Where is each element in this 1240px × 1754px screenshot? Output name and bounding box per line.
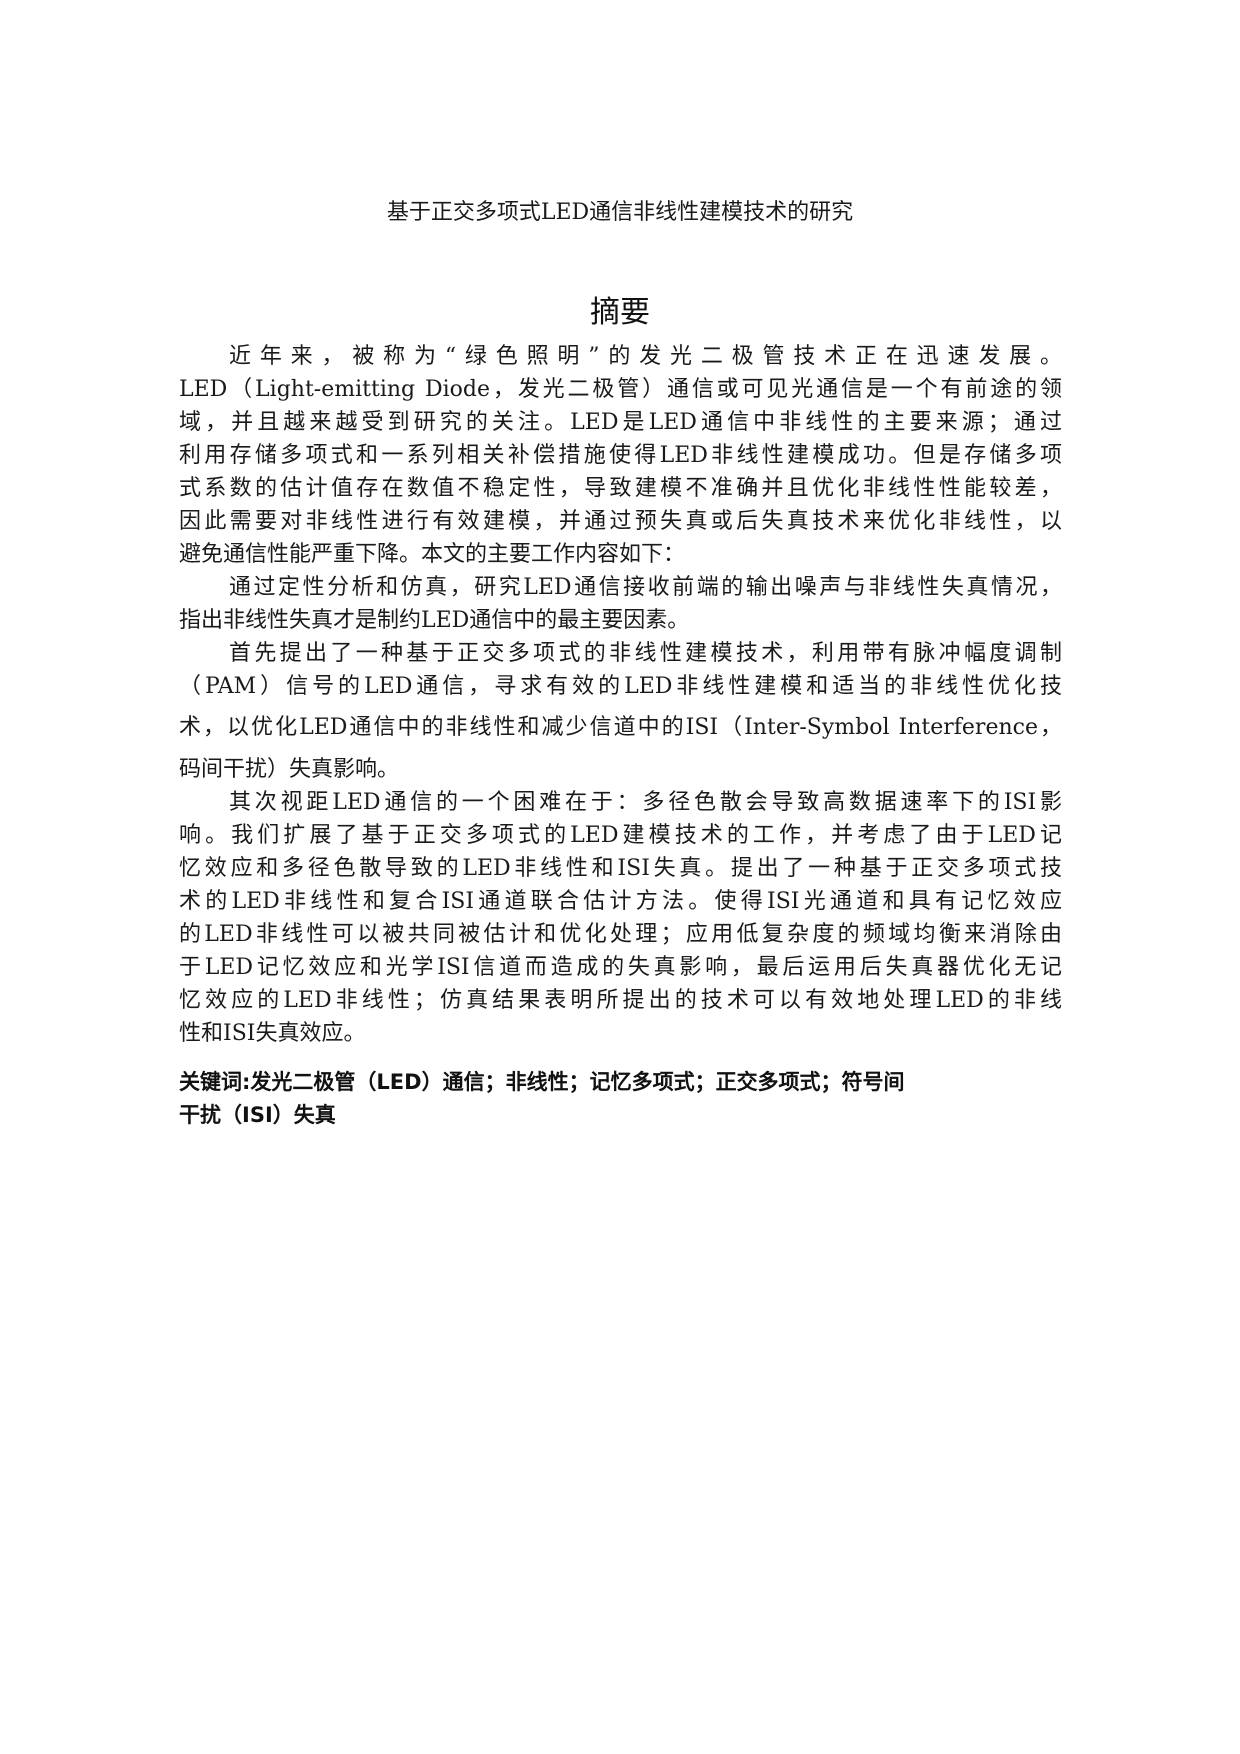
abstract-line: 于LED记忆效应和光学ISI信道而造成的失真影响，最后运用后失真器优化无记: [179, 955, 1062, 980]
keywords-line-continued: 干扰（ISI）失真: [179, 1103, 336, 1127]
keywords-line: 关键词:发光二极管（LED）通信；非线性；记忆多项式；正交多项式；符号间: [179, 1065, 1062, 1099]
thesis-title: 基于正交多项式LED通信非线性建模技术的研究: [386, 200, 854, 225]
abstract-line: LED（Light-emitting Diode，发光二极管）通信或可见光通信是…: [179, 377, 1062, 402]
abstract-line: 忆效应的LED非线性；仿真结果表明所提出的技术可以有效地处理LED的非线: [179, 988, 1062, 1013]
abstract-line: 式系数的估计值存在数值不稳定性，导致建模不准确并且优化非线性性能较差，: [179, 476, 1062, 501]
abstract-line: 码间干扰）失真影响。: [179, 757, 400, 782]
abstract-line: 的LED非线性可以被共同被估计和优化处理；应用低复杂度的频域均衡来消除由: [179, 922, 1062, 947]
abstract-line: 因此需要对非线性进行有效建模，并通过预失真或后失真技术来优化非线性，以: [179, 509, 1062, 534]
abstract-line: 忆效应和多径色散导致的LED非线性和ISI失真。提出了一种基于正交多项式技: [179, 856, 1062, 881]
abstract-line: 术，以优化LED通信中的非线性和减少信道中的ISI（Inter-Symbol I…: [179, 715, 1062, 740]
keywords-label: 关键词:: [179, 1070, 251, 1094]
abstract-line: （PAM）信号的LED通信，寻求有效的LED非线性建模和适当的非线性优化技: [179, 674, 1062, 699]
abstract-line: 术的LED非线性和复合ISI通道联合估计方法。使得ISI光通道和具有记忆效应: [179, 889, 1062, 914]
keywords-text: 发光二极管（LED）通信；非线性；记忆多项式；正交多项式；符号间: [250, 1070, 905, 1094]
abstract-heading: 摘要: [590, 295, 650, 330]
abstract-line: 响。我们扩展了基于正交多项式的LED建模技术的工作，并考虑了由于LED记: [179, 823, 1062, 848]
abstract-line: 避免通信性能严重下降。本文的主要工作内容如下：: [179, 542, 686, 567]
abstract-line: 首先提出了一种基于正交多项式的非线性建模技术，利用带有脉冲幅度调制: [229, 641, 1062, 666]
abstract-line: 近年来，被称为“绿色照明”的发光二极管技术正在迅速发展。: [229, 344, 1062, 369]
abstract-line: 利用存储多项式和一系列相关补偿措施使得LED非线性建模成功。但是存储多项: [179, 443, 1062, 468]
abstract-line: 通过定性分析和仿真，研究LED通信接收前端的输出噪声与非线性失真情况，: [229, 575, 1062, 600]
abstract-line: 域，并且越来越受到研究的关注。LED是LED通信中非线性的主要来源；通过: [179, 410, 1062, 435]
abstract-line: 性和ISI失真效应。: [179, 1021, 366, 1046]
abstract-line: 指出非线性失真才是制约LED通信中的最主要因素。: [179, 608, 690, 633]
abstract-line: 其次视距LED通信的一个困难在于：多径色散会导致高数据速率下的ISI影: [229, 790, 1062, 815]
